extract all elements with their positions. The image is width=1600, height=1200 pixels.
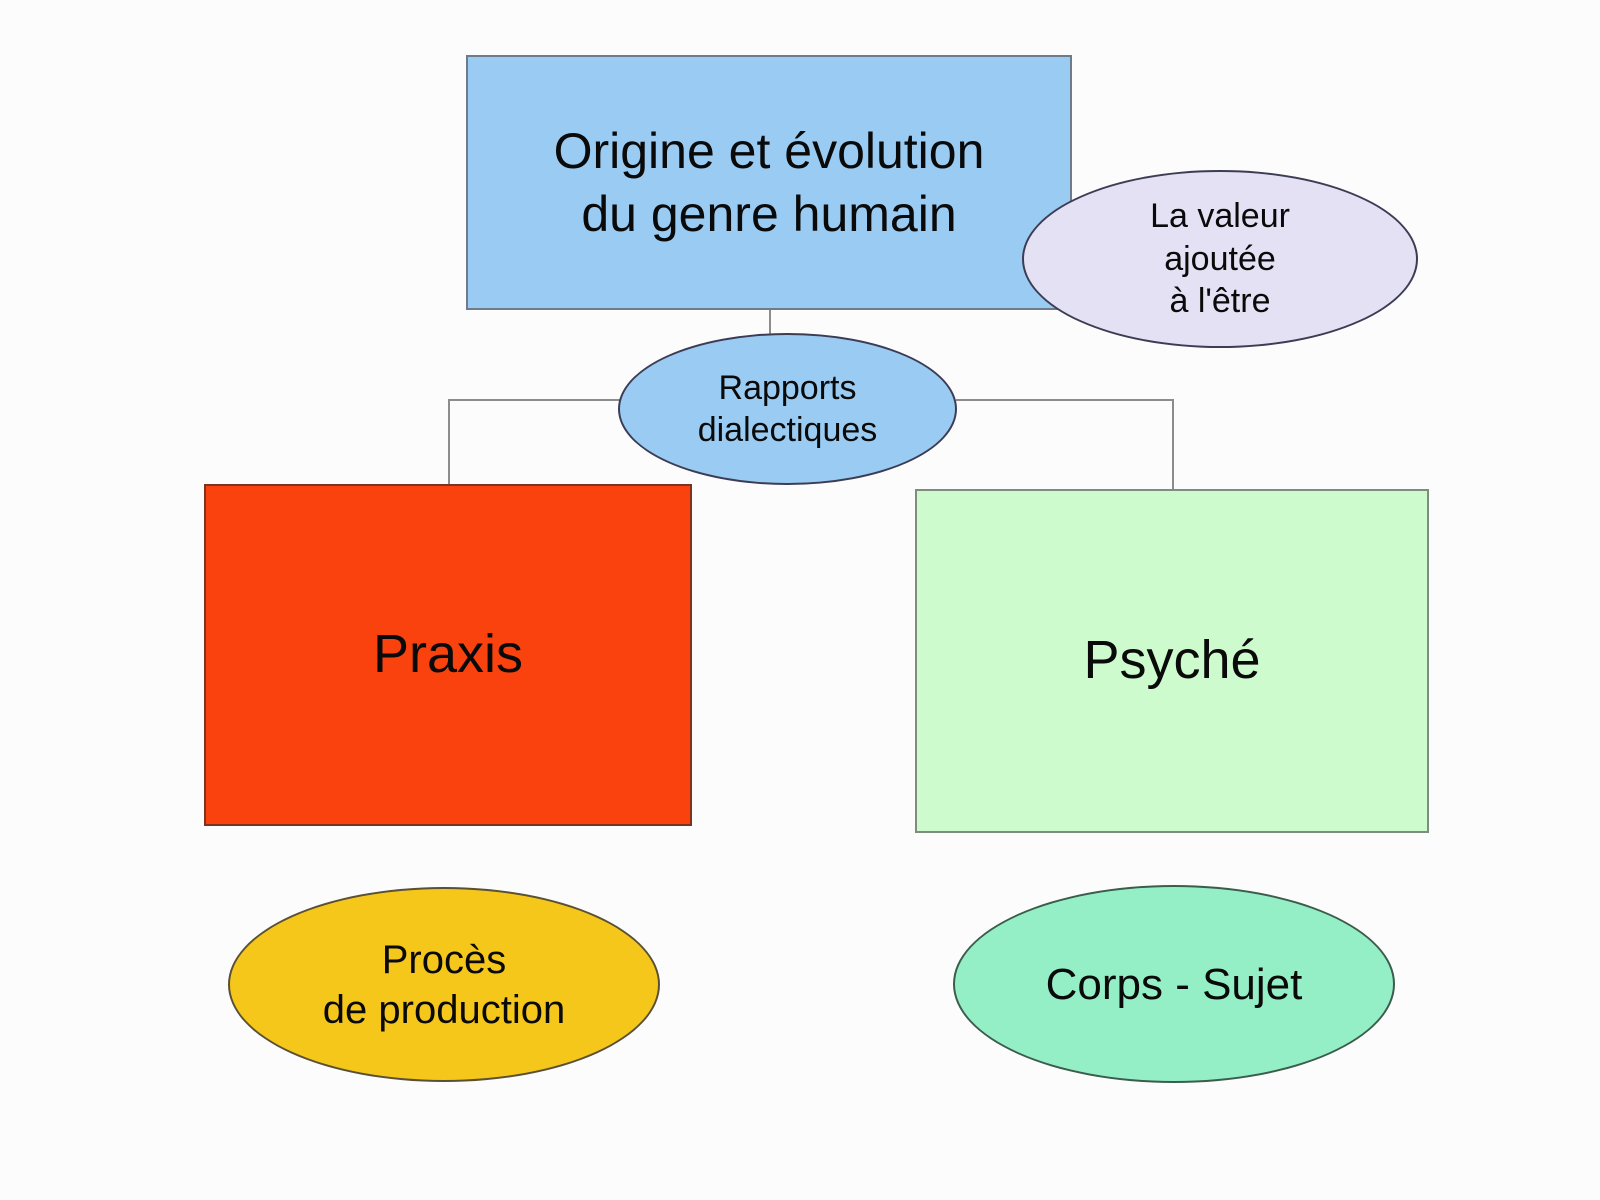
connector-rapports-left-horizontal [448, 399, 620, 401]
origin-evolution-node: Origine et évolution du genre humain [466, 55, 1072, 310]
proces-production-label: Procès de production [322, 937, 566, 1032]
rapports-dialectiques-label: Rapports dialectiques [697, 368, 878, 450]
connector-origin-to-rapports [769, 310, 771, 335]
corps-sujet-node: Corps - Sujet [953, 885, 1395, 1083]
connector-rapports-to-praxis [448, 399, 450, 485]
praxis-node: Praxis [204, 484, 692, 826]
psyche-label: Psyché [1083, 630, 1261, 691]
proces-production-node: Procès de production [228, 887, 660, 1082]
valeur-ajoutee-node: La valeur ajoutée à l'être [1022, 170, 1418, 348]
valeur-ajoutee-label: La valeur ajoutée à l'être [1150, 197, 1290, 321]
rapports-dialectiques-node: Rapports dialectiques [618, 333, 957, 485]
praxis-label: Praxis [372, 624, 524, 685]
connector-rapports-to-psyche [1172, 399, 1174, 490]
psyche-node: Psyché [915, 489, 1429, 833]
origin-evolution-label: Origine et évolution du genre humain [553, 123, 985, 242]
connector-rapports-right-horizontal [956, 399, 1174, 401]
corps-sujet-label: Corps - Sujet [1045, 959, 1303, 1009]
